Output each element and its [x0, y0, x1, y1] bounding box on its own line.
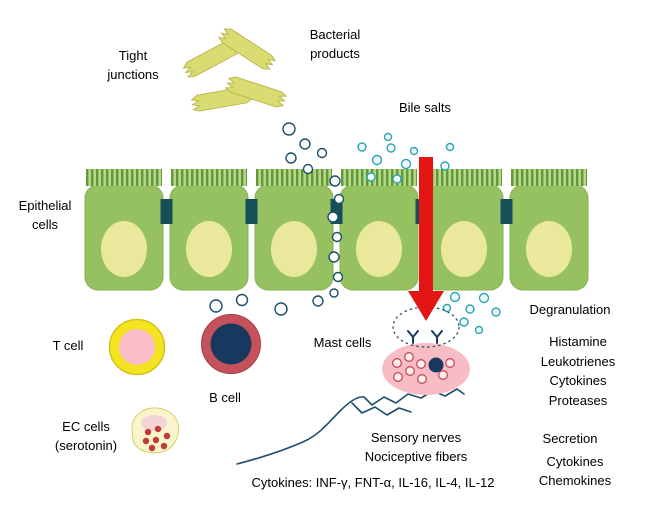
label-bile-salts: Bile salts: [398, 100, 452, 115]
mast-nucleus: [428, 357, 444, 373]
mast-granule: [392, 358, 402, 368]
mast-granule: [416, 359, 426, 369]
epithelial-cell: [84, 169, 164, 291]
brush-border: [171, 169, 247, 186]
label-t-cell: T cell: [52, 338, 84, 353]
label-secretion: Secretion: [542, 431, 598, 446]
brush-border: [426, 169, 502, 186]
epithelial-cell: [339, 169, 419, 291]
brush-border: [511, 169, 587, 186]
mast-cell: [382, 343, 470, 395]
ec-cell: [131, 407, 179, 454]
epithelial-cell: [424, 169, 504, 291]
serotonin-granule: [142, 437, 150, 445]
label-mast-mediators: Histamine Leukotrienes Cytokines Proteas…: [540, 334, 616, 408]
epithelial-cell-row: [84, 169, 589, 291]
epithelial-cell: [254, 169, 334, 291]
cell-nucleus: [441, 221, 487, 277]
label-mast-cells: Mast cells: [313, 335, 372, 350]
label-cytokines-line: Cytokines: INF-γ, FNT-α, IL-16, IL-4, IL…: [251, 475, 495, 490]
brush-border: [256, 169, 332, 186]
label-bacterial-products: Bacterial products: [309, 27, 361, 61]
cell-nucleus: [526, 221, 572, 277]
label-degranulation: Degranulation: [529, 302, 611, 317]
serotonin-granule: [154, 425, 162, 433]
serotonin-granule: [163, 432, 171, 440]
label-ec-cells: EC cells (serotonin): [54, 419, 118, 453]
mast-granule: [393, 372, 403, 382]
serotonin-granule: [152, 436, 160, 444]
receptor-icon: [431, 330, 443, 344]
serotonin-granule: [160, 442, 168, 450]
t-cell: [108, 318, 166, 376]
mediator-particles: [357, 132, 501, 335]
bacterial-products-group: [181, 25, 288, 113]
brush-border: [86, 169, 162, 186]
epithelial-cell: [509, 169, 589, 291]
b-cell: [201, 314, 261, 374]
degranulation-zone: [392, 306, 460, 348]
tight-junction: [500, 199, 513, 224]
label-sensory-nerves: Sensory nerves Nociceptive fibers: [364, 430, 468, 464]
serotonin-granule: [148, 444, 156, 452]
label-tight-junctions: Tight junctions: [107, 48, 159, 82]
mast-granule: [405, 366, 415, 376]
cell-nucleus: [186, 221, 232, 277]
cell-nucleus: [101, 221, 147, 277]
cell-nucleus: [271, 221, 317, 277]
mast-granule: [445, 358, 455, 368]
mast-granule: [417, 374, 427, 384]
label-b-cell: B cell: [209, 390, 241, 405]
label-epithelial-cells: Epithelial cells: [18, 198, 72, 232]
bile-salt-particles: [209, 122, 345, 316]
brush-border: [341, 169, 417, 186]
tight-junction: [245, 199, 258, 224]
label-secretion-mediators: Cytokines Chemokines: [538, 454, 612, 488]
tight-junction: [160, 199, 173, 224]
serotonin-granule: [144, 428, 152, 436]
sensory-nerve-fiber: [236, 388, 465, 465]
mast-granule: [438, 370, 448, 380]
cell-nucleus: [356, 221, 402, 277]
receptor-icon: [407, 330, 419, 344]
epithelial-cell: [169, 169, 249, 291]
mast-receptors: [407, 330, 443, 344]
mast-granule: [404, 352, 414, 362]
bile-salt-arrow: [408, 157, 444, 321]
